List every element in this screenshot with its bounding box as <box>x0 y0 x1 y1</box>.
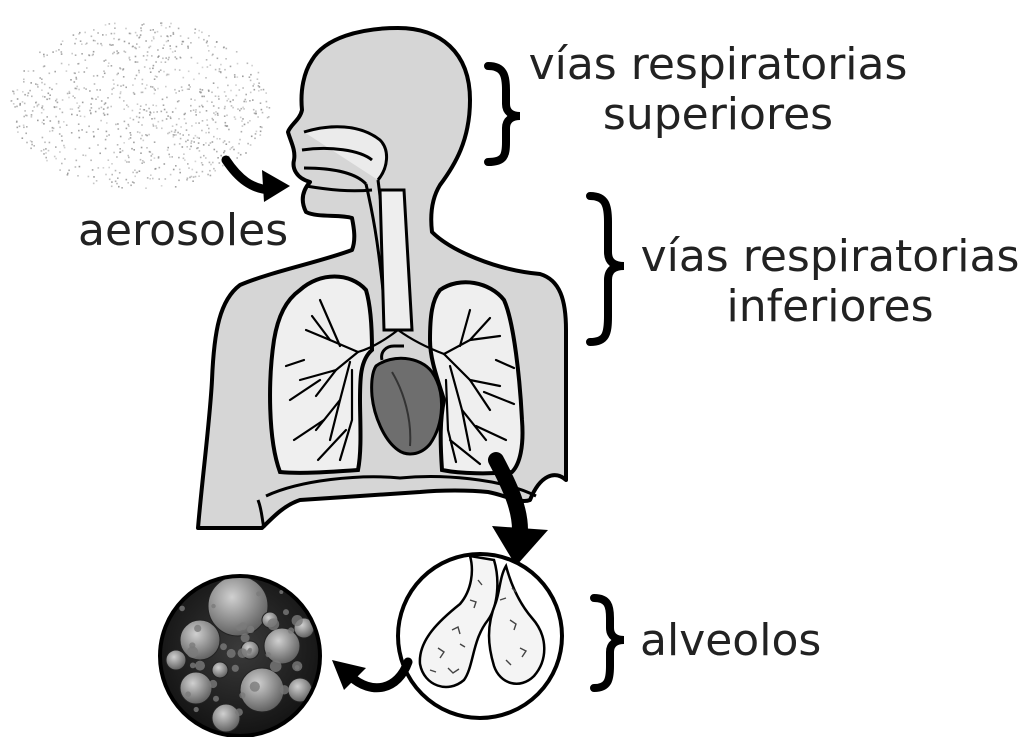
label-alveoli: alveolos <box>640 616 821 666</box>
lung-right <box>430 282 523 473</box>
brace-alveoli-icon <box>594 598 624 688</box>
pollen-micrograph-icon <box>160 576 320 736</box>
label-upper-line2: superiores <box>528 90 908 140</box>
label-upper-line1: vías respiratorias <box>528 40 908 90</box>
label-upper-airways: vías respiratorias superiores <box>528 40 908 140</box>
brace-upper-icon <box>488 66 520 162</box>
inhale-arrowhead <box>262 170 290 202</box>
label-lower-airways: vías respiratorias inferiores <box>640 232 1020 332</box>
label-lower-line1: vías respiratorias <box>640 232 1020 282</box>
label-aerosols: aerosoles <box>78 206 288 256</box>
brace-lower-icon <box>590 196 624 342</box>
label-lower-line2: inferiores <box>640 282 1020 332</box>
